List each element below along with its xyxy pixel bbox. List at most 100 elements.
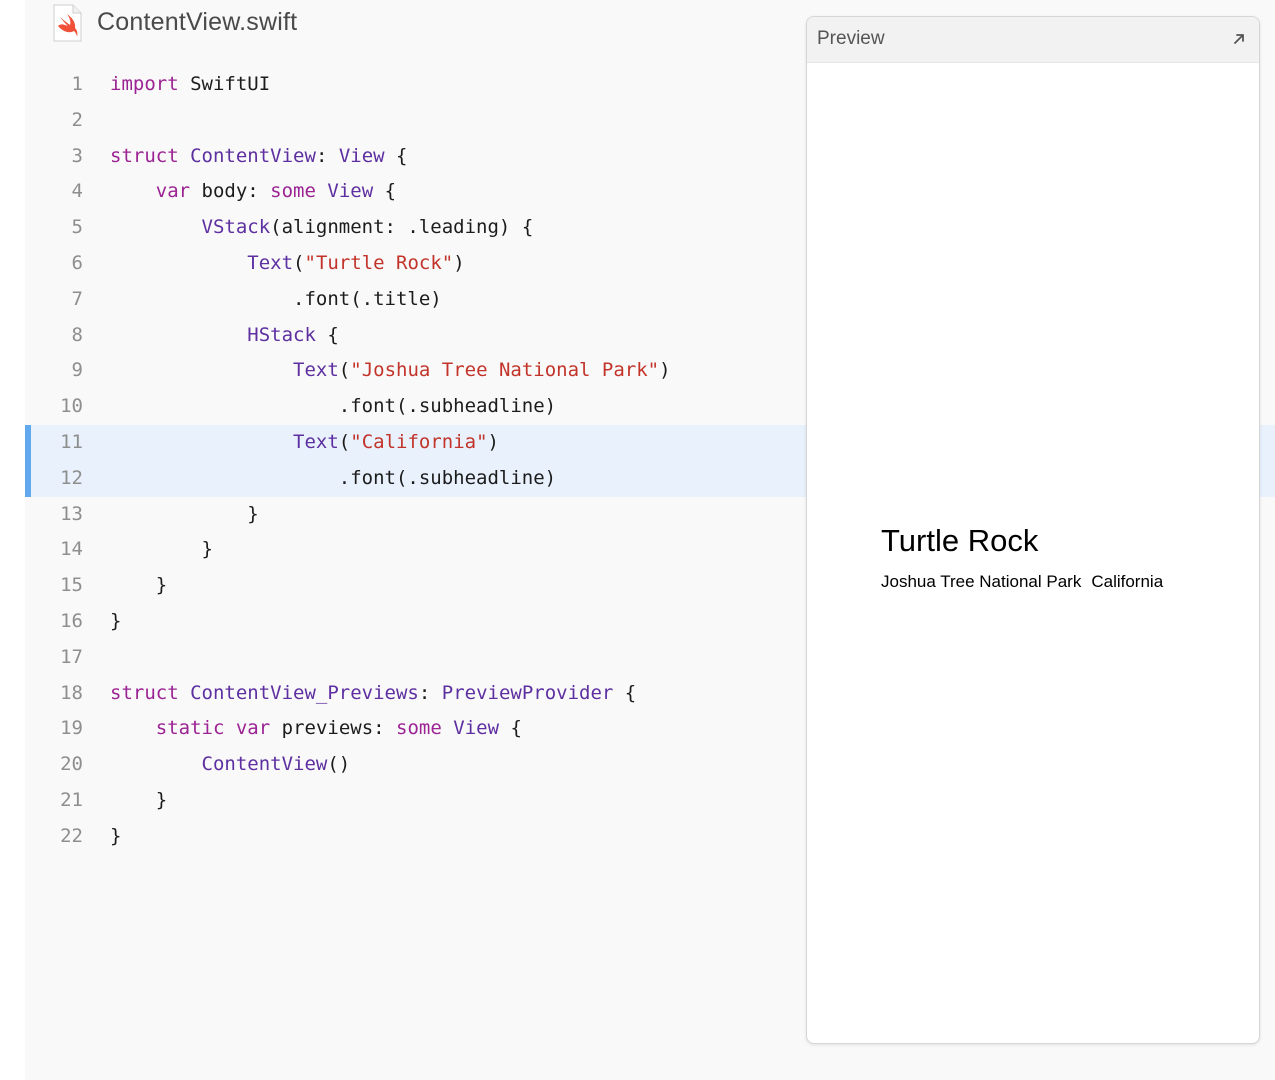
code-text: VStack(alignment: .leading) { <box>110 210 534 246</box>
code-line[interactable]: 17 <box>25 640 1275 676</box>
code-text: } <box>110 497 258 533</box>
code-token: "Joshua Tree National Park" <box>350 359 660 382</box>
code-line[interactable]: 16} <box>25 604 1275 640</box>
code-token: { <box>384 144 408 167</box>
code-text: Text("Joshua Tree National Park") <box>110 353 671 389</box>
expand-arrow-icon[interactable] <box>1231 31 1247 47</box>
preview-header: Preview <box>807 17 1259 63</box>
code-token: } <box>110 788 168 811</box>
code-token: import <box>110 73 179 95</box>
code-token: ( <box>338 359 351 382</box>
code-token: (alignment: .leading) { <box>270 216 534 239</box>
code-text: ContentView() <box>110 747 351 783</box>
code-line[interactable]: 13 } <box>25 497 1275 533</box>
preview-park-text: Joshua Tree National Park <box>881 572 1082 591</box>
line-number: 18 <box>60 681 83 704</box>
code-token: static <box>155 717 225 740</box>
line-number: 12 <box>60 466 83 489</box>
code-line[interactable]: 9 Text("Joshua Tree National Park") <box>25 353 1275 389</box>
line-number: 2 <box>71 108 83 131</box>
line-number: 7 <box>71 287 83 310</box>
code-line[interactable]: 7 .font(.title) <box>25 282 1275 318</box>
code-token: VStack <box>201 216 271 239</box>
line-number: 21 <box>60 788 83 811</box>
code-token: View <box>338 144 385 167</box>
code-token: .font(.subheadline) <box>110 395 557 418</box>
code-token <box>179 682 190 704</box>
code-token: { <box>315 323 339 346</box>
code-token: Text <box>247 251 294 274</box>
code-token: { <box>499 717 522 740</box>
code-text: static var previews: some View { <box>110 711 522 747</box>
code-text: struct ContentView_Previews: PreviewProv… <box>110 676 636 712</box>
code-line[interactable]: 5 VStack(alignment: .leading) { <box>25 210 1275 246</box>
line-number: 14 <box>60 538 83 561</box>
line-number: 11 <box>60 430 83 453</box>
code-token <box>179 145 190 167</box>
code-line[interactable]: 18 struct ContentView_Previews: PreviewPr… <box>25 676 1275 712</box>
code-token: } <box>110 538 213 561</box>
code-token: previews: <box>270 717 397 740</box>
code-token: var <box>235 717 271 740</box>
code-line[interactable]: 21 } <box>25 783 1275 819</box>
code-token: Text <box>293 430 339 453</box>
line-number: 9 <box>71 359 83 382</box>
code-token: } <box>110 824 122 847</box>
code-token: PreviewProvider <box>441 681 614 704</box>
preview-title-text: Turtle Rock <box>881 523 1039 558</box>
code-text: .font(.subheadline) <box>110 389 556 425</box>
code-token <box>110 431 293 453</box>
code-line[interactable]: 15 } <box>25 568 1275 604</box>
code-token <box>110 216 202 238</box>
line-number: 17 <box>60 645 83 668</box>
code-token: View <box>327 180 374 203</box>
line-number: 10 <box>60 395 83 418</box>
code-token: HStack <box>247 323 316 346</box>
code-token <box>442 717 453 739</box>
code-token: ( <box>293 251 305 274</box>
code-token: .font(.subheadline) <box>110 466 557 489</box>
code-line[interactable]: 4 var body: some View { <box>25 174 1275 210</box>
code-token: some <box>270 180 316 203</box>
code-token: ContentView <box>190 144 316 167</box>
code-token: } <box>110 574 168 597</box>
code-line[interactable]: 6 Text("Turtle Rock") <box>25 246 1275 282</box>
code-token <box>110 252 247 274</box>
code-token: ( <box>338 430 351 453</box>
code-token: } <box>110 609 122 632</box>
code-line[interactable]: 10 .font(.subheadline) <box>25 389 1275 425</box>
code-line[interactable]: 3 struct ContentView: View { <box>25 139 1275 175</box>
swift-file-icon <box>53 4 82 42</box>
code-token: View <box>453 717 500 740</box>
line-number: 8 <box>71 323 83 346</box>
line-number: 6 <box>71 251 83 274</box>
preview-label: Preview <box>817 28 885 49</box>
line-number: 22 <box>60 824 83 847</box>
code-text: } <box>110 568 167 604</box>
code-line[interactable]: 20 ContentView() <box>25 747 1275 783</box>
code-text: HStack { <box>110 318 339 354</box>
code-token: { <box>373 180 397 203</box>
code-token <box>110 180 156 202</box>
code-line[interactable]: 2 <box>25 103 1275 139</box>
code-token: () <box>327 753 351 776</box>
line-number: 3 <box>71 144 83 167</box>
code-line[interactable]: 22} <box>25 819 1275 855</box>
code-line[interactable]: 14 } <box>25 532 1275 568</box>
code-token: body: <box>190 180 271 203</box>
code-line[interactable]: 19 static var previews: some View { <box>25 711 1275 747</box>
code-text: struct ContentView: View { <box>110 139 407 175</box>
code-text: Text("Turtle Rock") <box>110 246 464 282</box>
code-token: "California" <box>350 430 488 453</box>
code-token: ContentView <box>201 753 328 776</box>
code-line[interactable]: 8 HStack { <box>25 318 1275 354</box>
code-text: var body: some View { <box>110 174 396 210</box>
code-text: .font(.title) <box>110 282 442 318</box>
code-token: { <box>613 681 637 704</box>
code-token: : <box>418 681 442 704</box>
code-text: } <box>110 604 121 640</box>
line-number: 19 <box>60 717 83 740</box>
file-name: ContentView.swift <box>97 8 298 36</box>
